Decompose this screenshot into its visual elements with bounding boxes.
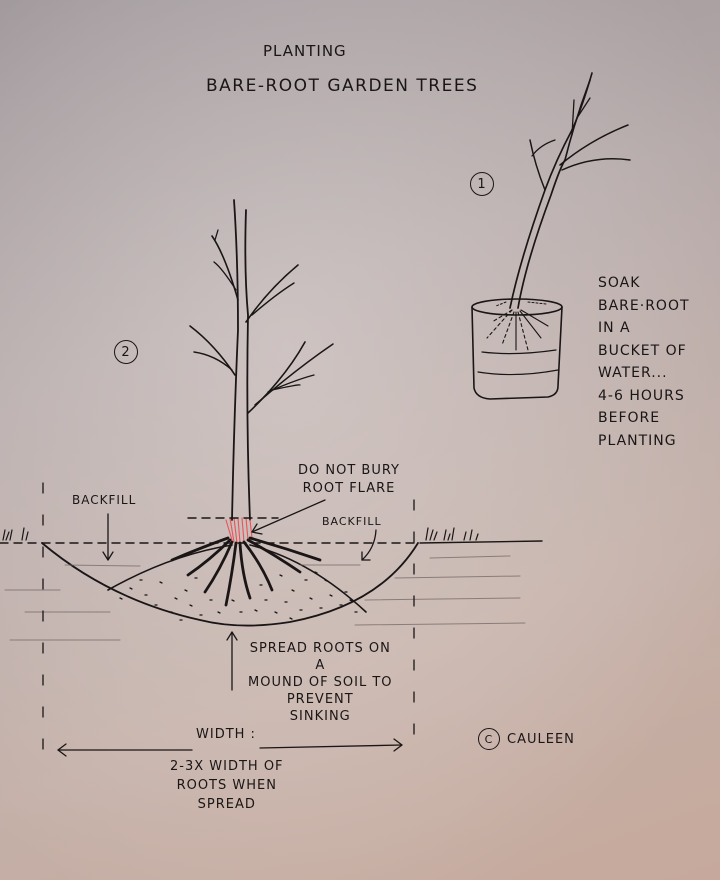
width-label: Width : xyxy=(196,727,256,742)
artist-name: Cauleen xyxy=(507,731,575,747)
tree-roots xyxy=(170,536,322,607)
soil-speckles xyxy=(119,571,358,621)
bucket-sapling-illustration xyxy=(471,72,631,400)
backfill-label-right: Backfill xyxy=(322,515,382,528)
step-2-badge: 2 xyxy=(114,340,138,364)
root-flare-highlight xyxy=(225,517,253,544)
spread-roots-note: Spread roots on a mound of soil to preve… xyxy=(248,641,393,724)
diagram-title-line2: Bare-Root Garden Trees xyxy=(206,76,479,96)
planted-tree-illustration xyxy=(189,199,334,521)
annotation-arrows xyxy=(57,499,403,757)
soil-layer-lines xyxy=(4,555,526,641)
root-flare-note: Do not bury root flare xyxy=(298,463,400,496)
soak-instruction: Soak bare·root in a bucket of water... 4… xyxy=(598,275,690,449)
width-description: 2-3x width of roots when spread xyxy=(170,759,284,812)
planting-hole xyxy=(41,542,419,627)
soil-mound xyxy=(107,544,367,613)
artist-credit: c Cauleen xyxy=(478,728,575,750)
diagram-title-line1: Planting xyxy=(263,42,347,60)
grass-tufts xyxy=(2,527,479,541)
backfill-label-left: Backfill xyxy=(72,493,137,507)
copyright-icon: c xyxy=(478,728,500,750)
step-1-badge: 1 xyxy=(470,172,494,196)
